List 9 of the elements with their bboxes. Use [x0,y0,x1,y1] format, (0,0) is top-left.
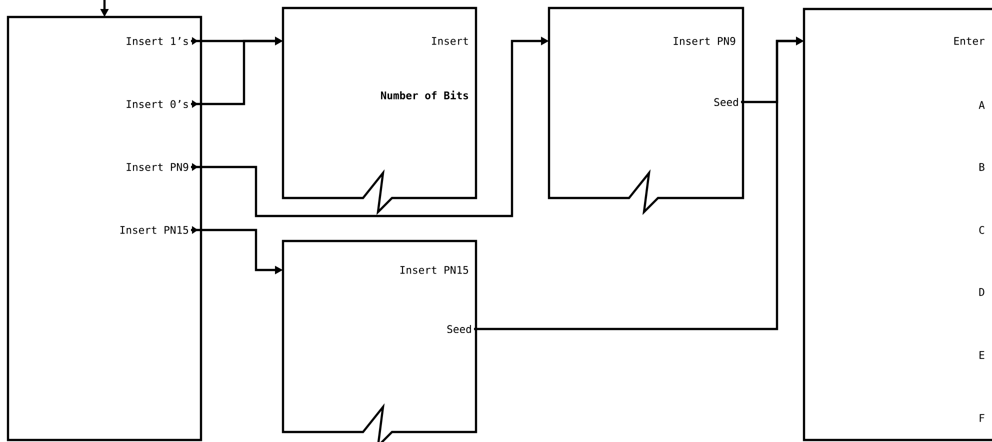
softkey-label: Insert PN9 [126,163,198,171]
menu-box: Insert Number of Bits [282,6,478,216]
softkey-label: Insert 1’s [126,36,198,46]
softkey-label: Seed [714,98,738,106]
menu-box: Enter A B C D E F [802,8,992,442]
softkey-label: Insert PN15 [120,226,198,234]
softkey-label: Seed [447,324,471,334]
softkey-label: Insert 0’s [126,100,198,108]
menu-box [6,16,202,442]
